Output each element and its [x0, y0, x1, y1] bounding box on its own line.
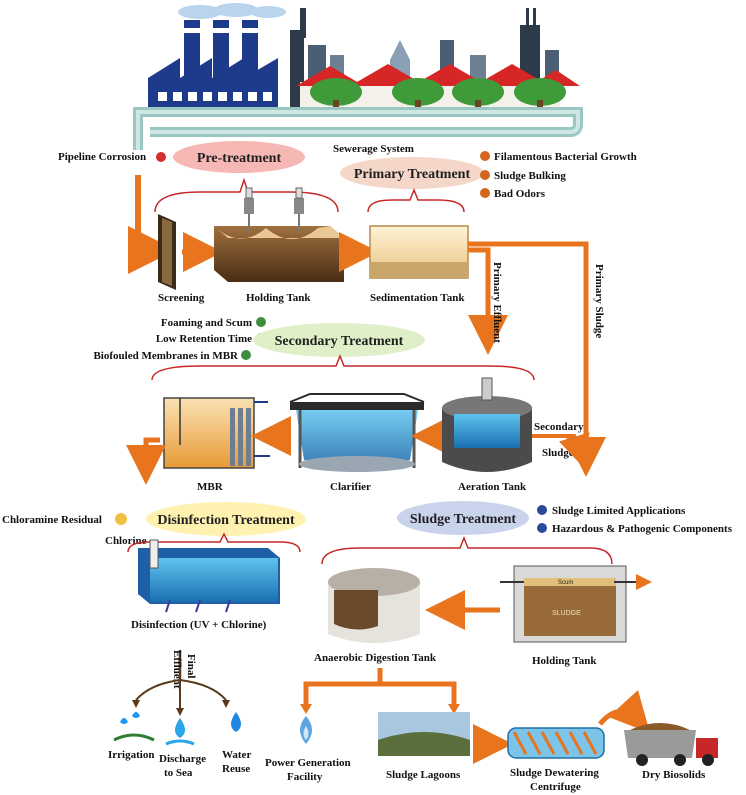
secondary-title: Secondary Treatment — [275, 334, 404, 349]
holding-tank-icon — [214, 187, 344, 282]
city-scene — [133, 3, 583, 150]
disinfection-ellipse — [146, 502, 306, 536]
sedimentation-tank-label: Sedimentation Tank — [370, 292, 465, 304]
sludge-holding-tank-label: Holding Tank — [532, 655, 597, 667]
primary-ellipse — [340, 157, 484, 189]
final-effluent-label-1: Final — [185, 654, 197, 678]
chlorine-label: Chlorine — [105, 535, 147, 547]
sludge-issue-dot-1 — [537, 505, 547, 515]
centrifuge-icon — [507, 727, 605, 759]
lagoons-label: Sludge Lagoons — [386, 769, 461, 781]
sludge-holding-tank-icon — [500, 565, 652, 643]
irrigation-label: Irrigation — [108, 749, 154, 761]
sludge-ellipse — [397, 501, 529, 535]
disinfection-bracket — [127, 532, 301, 553]
discharge-label-2: to Sea — [164, 767, 193, 779]
sewerage-system-label: Sewerage System — [333, 143, 414, 155]
primary-issue-2: Sludge Bulking — [494, 170, 566, 182]
sludge-title: Sludge Treatment — [410, 512, 517, 527]
arrow-mbr-out — [126, 437, 166, 485]
primary-issue-3: Bad Odors — [494, 188, 546, 200]
primary-sludge-label: Primary Sludge — [593, 264, 605, 338]
final-branch — [135, 679, 227, 708]
water-reuse-icon — [231, 712, 241, 732]
secondary-sludge-label-2: Sludge — [542, 447, 574, 459]
pretreatment-ellipse — [173, 141, 305, 173]
pipeline-corrosion-dot — [156, 152, 166, 162]
sludge-bracket — [321, 535, 613, 565]
sludge-issue-dot-2 — [537, 523, 547, 533]
mbr-icon — [163, 397, 270, 469]
screening-label: Screening — [158, 292, 205, 304]
power-label-2: Facility — [287, 771, 323, 783]
secondary-issue-dot-1 — [256, 317, 266, 327]
disinfection-tank-icon — [138, 539, 280, 613]
holding-tank-label: Holding Tank — [246, 292, 311, 304]
clarifier-label: Clarifier — [330, 481, 371, 493]
scum-label: Scum — [558, 580, 573, 586]
screening-icon — [158, 214, 176, 290]
primary-title: Primary Treatment — [354, 167, 471, 182]
primary-issue-dot-1 — [480, 151, 490, 161]
discharge-label-1: Discharge — [159, 753, 206, 765]
clarifier-icon — [289, 393, 425, 472]
pipe-to-screening — [128, 175, 176, 274]
secondary-issue-1: Foaming and Scum — [161, 317, 252, 329]
secondary-issue-dot-3 — [241, 350, 251, 360]
mbr-label: MBR — [197, 481, 224, 493]
irrigation-icon — [113, 712, 155, 742]
digestion-branch — [303, 668, 457, 704]
chloramine-label: Chloramine Residual — [2, 514, 102, 526]
water-drop-icon — [165, 718, 195, 746]
pipeline-corrosion-label: Pipeline Corrosion — [58, 151, 146, 163]
primary-effluent-arrow — [468, 247, 508, 355]
primary-issue-dot-3 — [480, 188, 490, 198]
pretreatment-title: Pre-treatment — [197, 151, 282, 166]
primary-issue-1: Filamentous Bacterial Growth — [494, 151, 637, 163]
primary-effluent-label: Primary Effluent — [491, 262, 503, 343]
sludge-issue-2: Hazardous & Pathogenic Components — [552, 523, 733, 535]
sedimentation-tank-icon — [369, 225, 469, 279]
anaerobic-digestion-label: Anaerobic Digestion Tank — [314, 652, 437, 664]
water-reuse-label-2: Reuse — [222, 763, 250, 775]
secondary-issue-3: Biofouled Membranes in MBR — [93, 350, 239, 362]
sludge-word-label: SLUDGE — [552, 610, 581, 617]
primary-sludge-arrow — [468, 241, 606, 477]
primary-bracket — [367, 187, 465, 213]
power-label-1: Power Generation — [265, 757, 351, 769]
secondary-sludge-label-1: Secondary — [534, 421, 584, 433]
arrow-secondary-sludge — [532, 432, 590, 468]
aeration-tank-icon — [442, 377, 532, 472]
arrow-centrifuge-truck — [598, 690, 651, 734]
disinfection-title: Disinfection Treatment — [157, 513, 295, 528]
dump-truck-icon — [624, 723, 718, 766]
branch-tips — [132, 700, 230, 716]
disinfection-label: Disinfection (UV + Chlorine) — [131, 619, 267, 631]
water-reuse-label-1: Water — [222, 749, 251, 761]
anaerobic-digestion-icon — [328, 568, 420, 643]
centrifuge-label-1: Sludge Dewatering — [510, 767, 599, 779]
secondary-issue-2: Low Retention Time — [156, 333, 252, 345]
factory-icon — [148, 3, 286, 112]
chloramine-dot — [115, 513, 127, 525]
secondary-bracket — [151, 353, 535, 381]
sludge-issue-1: Sludge Limited Applications — [552, 505, 686, 517]
final-effluent-label-2: Effluent — [171, 650, 183, 689]
secondary-ellipse — [253, 323, 425, 357]
power-flame-icon — [300, 716, 312, 744]
dry-biosolids-label: Dry Biosolids — [642, 769, 706, 781]
primary-issue-dot-2 — [480, 170, 490, 180]
sludge-lagoon-icon — [378, 712, 470, 756]
aeration-tank-label: Aeration Tank — [458, 481, 527, 493]
centrifuge-label-2: Centrifuge — [530, 781, 581, 793]
pretreatment-bracket — [154, 177, 339, 213]
